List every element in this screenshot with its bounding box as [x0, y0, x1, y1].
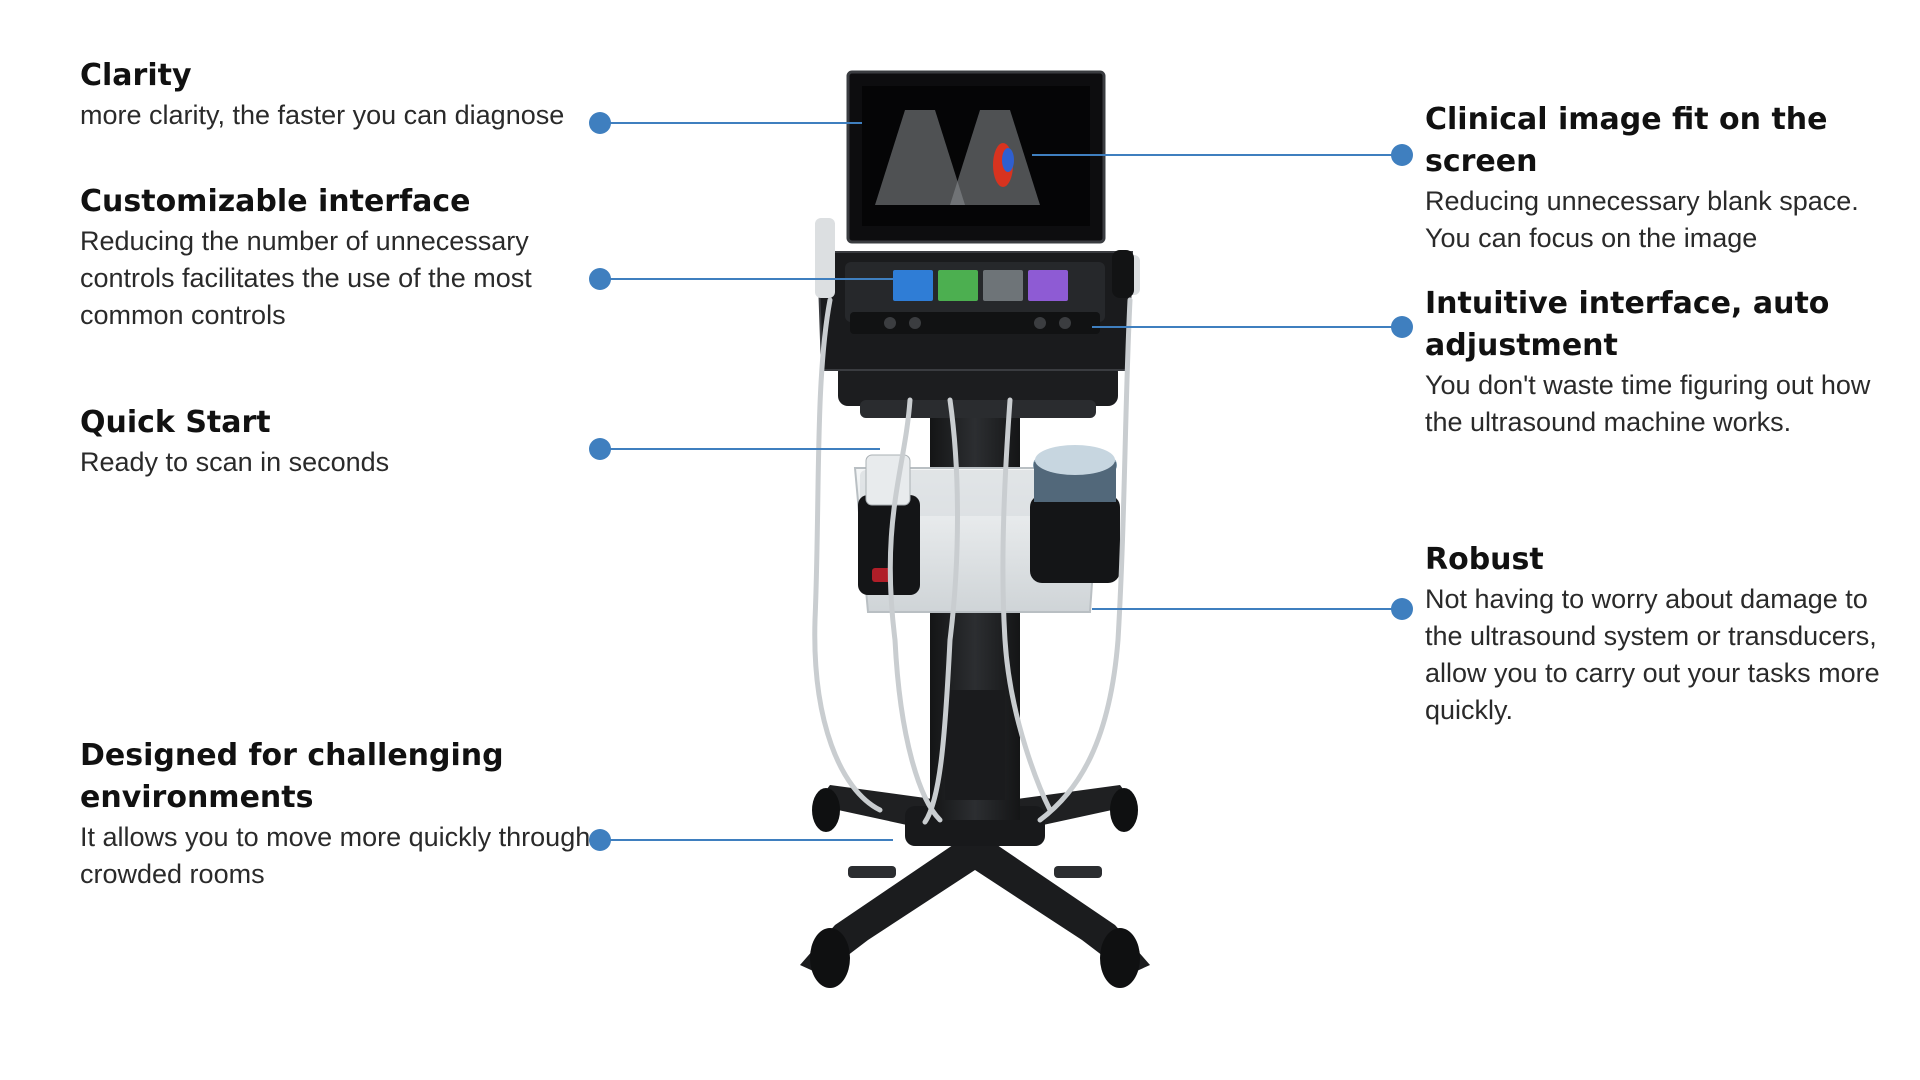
feature-title: Quick Start — [80, 405, 271, 440]
feature-customizable-interface: Customizable interface Reducing the numb… — [80, 181, 600, 334]
callout-dot-icon — [1391, 144, 1413, 166]
ultrasound-cart — [800, 70, 1150, 988]
callout-lines — [600, 122, 1402, 841]
callout-dot-icon — [1391, 598, 1413, 620]
touch-tile-purple — [1028, 270, 1068, 301]
feature-description: You don't waste time figuring out how th… — [1425, 370, 1871, 437]
callout-dot-icon — [1391, 316, 1413, 338]
feature-description: more clarity, the faster you can diagnos… — [80, 100, 565, 130]
feature-title: Intuitive interface, auto adjustment — [1425, 286, 1830, 363]
feature-designed-for-challenging-environments: Designed for challenging environments It… — [80, 735, 600, 893]
callout-dot-icon — [589, 268, 611, 290]
touch-tile-green — [938, 270, 978, 301]
echo-image-left — [875, 110, 965, 205]
feature-description: Reducing unnecessary blank space. You ca… — [1425, 186, 1859, 253]
callout-dot-icon — [589, 438, 611, 460]
callout-dot-icon — [589, 829, 611, 851]
feature-description: It allows you to move more quickly throu… — [80, 822, 591, 889]
clinical-monitor — [846, 70, 1106, 244]
probe-cables — [812, 297, 1133, 825]
feature-description: Reducing the number of unnecessary contr… — [80, 226, 532, 330]
feature-title: Clinical image fit on the screen — [1425, 102, 1828, 179]
callout-dot-icon — [589, 112, 611, 134]
feature-title: Clarity — [80, 58, 192, 93]
touch-tile-gray — [983, 270, 1023, 301]
touch-tile-blue — [893, 270, 933, 301]
control-console — [815, 218, 1140, 371]
feature-description: Not having to worry about damage to the … — [1425, 584, 1880, 725]
feature-intuitive-interface: Intuitive interface, auto adjustment You… — [1425, 283, 1905, 441]
feature-quick-start: Quick Start Ready to scan in seconds — [80, 402, 600, 481]
feature-robust: Robust Not having to worry about damage … — [1425, 539, 1905, 729]
feature-clarity: Clarity more clarity, the faster you can… — [80, 55, 600, 134]
feature-description: Ready to scan in seconds — [80, 447, 390, 477]
feature-clinical-image-fit: Clinical image fit on the screen Reducin… — [1425, 99, 1905, 257]
cart-platform — [838, 362, 1118, 406]
gel-holder-right — [1030, 445, 1120, 583]
callout-dots — [589, 112, 1413, 851]
feature-title: Designed for challenging environments — [80, 738, 504, 815]
feature-title: Robust — [1425, 542, 1544, 577]
feature-title: Customizable interface — [80, 184, 471, 219]
